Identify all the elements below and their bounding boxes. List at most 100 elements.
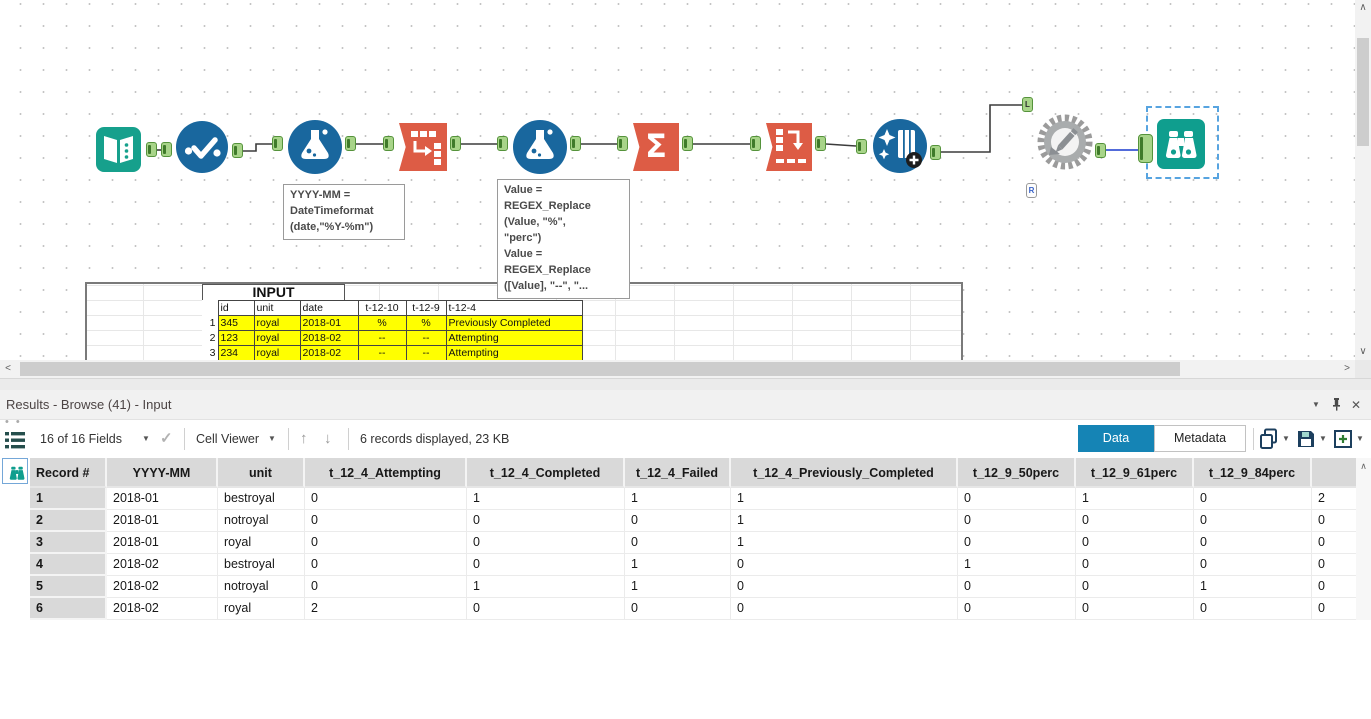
formula-tool-2[interactable] [513, 120, 567, 179]
data-cell[interactable]: 0 [1076, 576, 1194, 598]
data-cell[interactable]: 0 [467, 510, 625, 532]
input-anchor[interactable] [750, 136, 761, 151]
transpose-tool[interactable] [399, 123, 447, 171]
column-header[interactable]: Record # [30, 458, 107, 488]
data-cell[interactable]: 0 [625, 598, 731, 620]
data-cell[interactable]: 1 [625, 488, 731, 510]
data-cell[interactable]: bestroyal [218, 488, 305, 510]
column-header[interactable]: unit [218, 458, 305, 488]
scrollbar-thumb[interactable] [20, 362, 1180, 376]
new-window-icon[interactable] [1333, 428, 1355, 450]
chevron-down-icon[interactable]: ▼ [1319, 434, 1327, 443]
data-cell[interactable]: 0 [1194, 488, 1312, 510]
data-cell[interactable]: 0 [1194, 532, 1312, 554]
chevron-down-icon[interactable]: ▼ [1356, 434, 1364, 443]
data-cell[interactable]: 0 [305, 488, 467, 510]
crosstab-tool[interactable] [766, 123, 812, 171]
arrow-down-icon[interactable]: ↓ [324, 430, 332, 447]
tab-metadata[interactable]: Metadata [1154, 425, 1246, 452]
data-cell[interactable]: notroyal [218, 510, 305, 532]
data-cell[interactable]: 1 [1194, 576, 1312, 598]
data-cell[interactable]: 0 [958, 576, 1076, 598]
output-anchor[interactable] [345, 136, 356, 151]
unique-check-tool[interactable] [176, 121, 228, 178]
data-cell[interactable]: 0 [1312, 576, 1356, 598]
data-cell[interactable]: 0 [625, 510, 731, 532]
tool-annotation-formula2[interactable]: Value = REGEX_Replace (Value, "%", "perc… [497, 179, 630, 299]
data-cell[interactable]: 2 [305, 598, 467, 620]
data-cell[interactable]: 1 [467, 576, 625, 598]
output-anchor[interactable] [815, 136, 826, 151]
panel-menu-icon[interactable]: ▼ [1312, 400, 1320, 409]
data-cell[interactable]: 2018-02 [107, 598, 218, 620]
pin-icon[interactable] [1327, 390, 1345, 420]
data-cell[interactable]: 1 [731, 532, 958, 554]
canvas-vertical-scrollbar[interactable]: ∧ ∨ [1355, 0, 1371, 360]
output-anchor[interactable] [570, 136, 581, 151]
data-cell[interactable]: 2018-02 [107, 554, 218, 576]
column-header[interactable]: t_12_4_Attempting [305, 458, 467, 488]
copy-icon[interactable] [1259, 428, 1281, 450]
data-cell[interactable]: 0 [958, 532, 1076, 554]
grid-vertical-scrollbar[interactable]: ∧ [1356, 458, 1371, 620]
column-header[interactable] [1312, 458, 1356, 488]
data-cell[interactable]: 0 [731, 554, 958, 576]
data-cell[interactable]: royal [218, 532, 305, 554]
data-cell[interactable]: 0 [467, 554, 625, 576]
macro-left-input-anchor[interactable]: L [1022, 97, 1033, 112]
column-header[interactable]: t_12_4_Previously_Completed [731, 458, 958, 488]
input-anchor[interactable] [617, 136, 628, 151]
data-cell[interactable]: 0 [1312, 598, 1356, 620]
data-cell[interactable]: 0 [1194, 510, 1312, 532]
column-header[interactable]: t_12_9_84perc [1194, 458, 1312, 488]
record-number-cell[interactable]: 6 [30, 598, 107, 620]
data-cell[interactable]: 0 [1076, 532, 1194, 554]
output-anchor[interactable] [232, 143, 243, 158]
data-cell[interactable]: 1 [1076, 488, 1194, 510]
tab-data[interactable]: Data [1078, 425, 1154, 452]
data-cell[interactable]: bestroyal [218, 554, 305, 576]
panel-splitter[interactable] [0, 378, 1371, 390]
output-anchor[interactable] [1095, 143, 1106, 158]
close-icon[interactable]: ✕ [1350, 398, 1362, 412]
data-cell[interactable]: 2018-01 [107, 510, 218, 532]
input-anchor[interactable] [856, 139, 867, 154]
column-header[interactable]: t_12_9_50perc [958, 458, 1076, 488]
chevron-down-icon[interactable]: ▼ [268, 434, 276, 443]
tool-annotation-formula1[interactable]: YYYY-MM = DateTimeformat (date,"%Y-%m") [283, 184, 405, 240]
input-anchor[interactable] [383, 136, 394, 151]
data-cell[interactable]: 0 [1076, 598, 1194, 620]
cell-viewer-dropdown[interactable]: Cell Viewer [196, 432, 259, 446]
workflow-canvas[interactable]: Σ [0, 0, 1355, 360]
browse-input-anchor[interactable] [1138, 134, 1153, 163]
data-cell[interactable]: 0 [731, 576, 958, 598]
fields-dropdown[interactable]: 16 of 16 Fields [40, 432, 122, 446]
data-cell[interactable]: 2 [1312, 488, 1356, 510]
data-cell[interactable]: 2018-01 [107, 532, 218, 554]
data-cell[interactable]: 0 [1076, 554, 1194, 576]
output-anchor[interactable] [682, 136, 693, 151]
data-cell[interactable]: royal [218, 598, 305, 620]
data-cell[interactable]: 1 [467, 488, 625, 510]
input-anchor[interactable] [161, 142, 172, 157]
save-icon[interactable] [1296, 428, 1318, 450]
data-cell[interactable]: 0 [305, 510, 467, 532]
data-cell[interactable]: 0 [1312, 532, 1356, 554]
chevron-down-icon[interactable]: ▼ [142, 434, 150, 443]
chevron-down-icon[interactable]: ▼ [1282, 434, 1290, 443]
data-cell[interactable]: 0 [958, 510, 1076, 532]
results-titlebar[interactable]: Results - Browse (41) - Input ▼ ✕ [0, 390, 1371, 420]
data-cell[interactable]: 0 [1312, 554, 1356, 576]
data-cell[interactable]: 0 [1076, 510, 1194, 532]
data-cell[interactable]: 0 [305, 532, 467, 554]
data-cell[interactable]: 0 [305, 554, 467, 576]
formula-tool-1[interactable] [288, 120, 342, 179]
column-header[interactable]: t_12_9_61perc [1076, 458, 1194, 488]
data-cell[interactable]: 0 [467, 532, 625, 554]
data-cell[interactable]: 0 [1312, 510, 1356, 532]
data-cell[interactable]: 0 [1194, 598, 1312, 620]
data-cell[interactable]: 1 [958, 554, 1076, 576]
scroll-up-icon[interactable]: ∧ [1360, 461, 1367, 471]
macro-right-input-anchor[interactable]: R [1026, 183, 1037, 198]
output-anchor[interactable] [930, 145, 941, 160]
